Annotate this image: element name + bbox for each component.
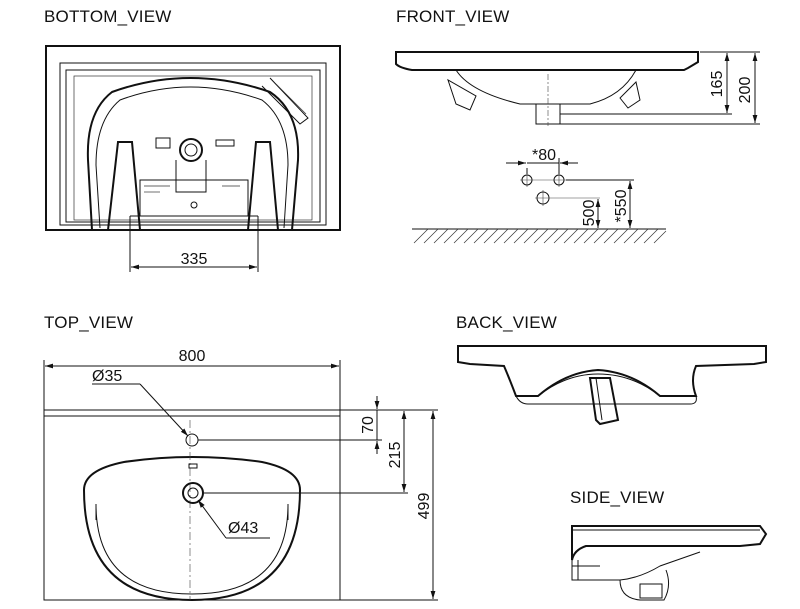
floor-hatch (413, 228, 667, 244)
top-bowl (82, 456, 302, 602)
installation-detail: *80 500 *550 (412, 147, 667, 244)
leader-43 (197, 499, 227, 539)
bottom-outer-frame (45, 45, 341, 231)
back-bowl-arch (537, 373, 661, 397)
bowl-underside (86, 77, 300, 231)
dim-35-label: Ø35 (92, 368, 122, 385)
bottom-drain-outer (179, 138, 203, 162)
side-bowl (619, 569, 670, 601)
drain-block (139, 179, 249, 217)
back-outline (457, 345, 767, 397)
bottom-small-hole (190, 201, 198, 209)
right-strut (247, 141, 279, 231)
dim-499-label: 499 (416, 493, 433, 520)
front-view-title: FRONT_VIEW (396, 7, 510, 26)
bottom-drain-inner (184, 143, 198, 157)
back-drain-trap (588, 377, 620, 426)
bottom-rim-inner (73, 75, 313, 221)
front-left-bracket (447, 78, 477, 111)
dim-43-label: Ø43 (228, 520, 258, 537)
back-view (457, 345, 767, 426)
top-view: 800 Ø35 Ø43 70 215 499 (43, 348, 438, 602)
dim-215-label: 215 (387, 442, 404, 469)
drain-hole-inner (187, 487, 199, 499)
overflow-channel (261, 77, 309, 125)
drain-neck (175, 160, 207, 193)
back-bowl-base (515, 395, 697, 405)
front-bowl (455, 69, 637, 105)
overflow-slot (188, 463, 198, 469)
top-bowl-inner (95, 503, 289, 595)
drain-hole-outer (182, 482, 204, 504)
side-view-title: SIDE_VIEW (570, 488, 665, 507)
dim-200-label: 200 (737, 77, 754, 104)
dim-80-label: *80 (532, 147, 556, 164)
dim-165-label: 165 (709, 71, 726, 98)
top-outline (43, 409, 341, 601)
bowl-underside-inner (95, 86, 289, 229)
bottom-rim-frame (65, 69, 321, 223)
bottom-view-title: BOTTOM_VIEW (44, 7, 172, 26)
dim-550-label: *550 (613, 189, 630, 222)
front-rim (395, 51, 699, 71)
dim-500-label: 500 (581, 200, 598, 227)
dim-335-label: 335 (181, 251, 208, 268)
side-view (571, 525, 768, 601)
side-drain (639, 583, 663, 599)
overflow-channel-line (275, 83, 307, 115)
bottom-inner-frame (59, 62, 327, 226)
dim-800-label: 800 (179, 348, 206, 365)
front-view: 165 200 (395, 51, 760, 126)
side-rim (571, 525, 768, 561)
side-bowl-top (571, 551, 701, 581)
dim-70-label: 70 (360, 416, 377, 434)
back-drain-line (595, 377, 603, 421)
leader-35 (139, 383, 189, 437)
bottom-view: 335 (45, 45, 341, 272)
top-view-title: TOP_VIEW (44, 313, 134, 332)
label-sticker-right (215, 139, 235, 147)
back-view-title: BACK_VIEW (456, 313, 557, 332)
left-strut (107, 141, 141, 231)
label-sticker-left (155, 137, 171, 149)
front-right-bracket (619, 81, 641, 109)
